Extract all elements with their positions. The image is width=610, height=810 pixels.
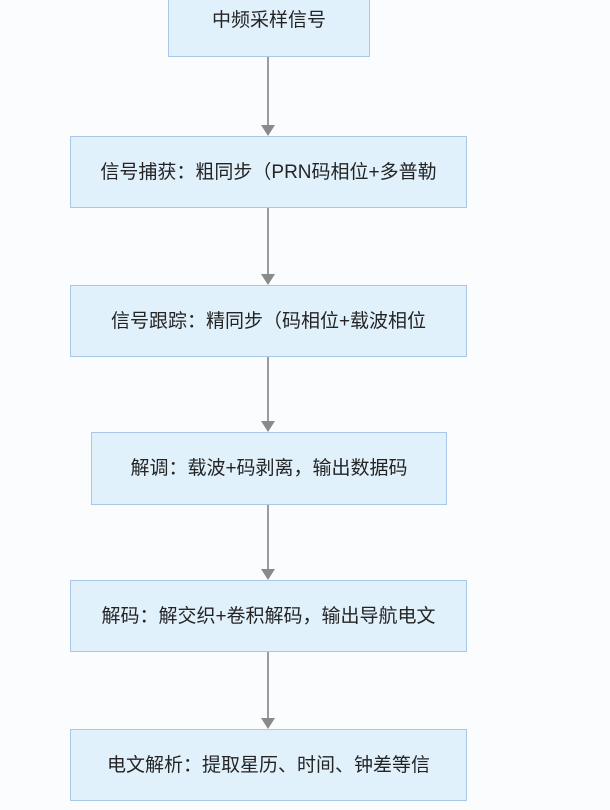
connector-node2-node3 xyxy=(261,208,275,285)
arrowhead-down-icon xyxy=(261,421,275,432)
flow-node-message-parsing: 电文解析：提取星历、时间、钟差等信 xyxy=(70,729,467,801)
connector-line xyxy=(267,505,269,569)
flow-node-demodulation: 解调：载波+码剥离，输出数据码 xyxy=(91,432,447,505)
flow-node-label: 电文解析：提取星历、时间、钟差等信 xyxy=(106,754,430,776)
connector-line xyxy=(267,208,269,274)
flow-node-label: 信号捕获：粗同步（PRN码相位+多普勒 xyxy=(100,161,437,183)
arrowhead-down-icon xyxy=(261,274,275,285)
connector-node1-node2 xyxy=(261,57,275,136)
flow-node-label: 信号跟踪：精同步（码相位+载波相位 xyxy=(110,310,427,332)
flow-node-signal-tracking: 信号跟踪：精同步（码相位+载波相位 xyxy=(70,285,467,357)
arrowhead-down-icon xyxy=(261,718,275,729)
connector-node3-node4 xyxy=(261,357,275,432)
arrowhead-down-icon xyxy=(261,569,275,580)
flow-node-signal-acquisition: 信号捕获：粗同步（PRN码相位+多普勒 xyxy=(70,136,467,208)
connector-line xyxy=(267,652,269,718)
connector-node5-node6 xyxy=(261,652,275,729)
connector-node4-node5 xyxy=(261,505,275,580)
flow-node-decoding: 解码：解交织+卷积解码，输出导航电文 xyxy=(70,580,467,652)
connector-line xyxy=(267,357,269,421)
flow-node-label: 解码：解交织+卷积解码，输出导航电文 xyxy=(101,605,436,627)
arrowhead-down-icon xyxy=(261,125,275,136)
flow-node-if-sampling-signal: 中频采样信号 xyxy=(168,0,370,57)
flow-node-label: 解调：载波+码剥离，输出数据码 xyxy=(130,458,408,479)
flow-node-label: 中频采样信号 xyxy=(211,10,326,31)
connector-line xyxy=(267,57,269,125)
